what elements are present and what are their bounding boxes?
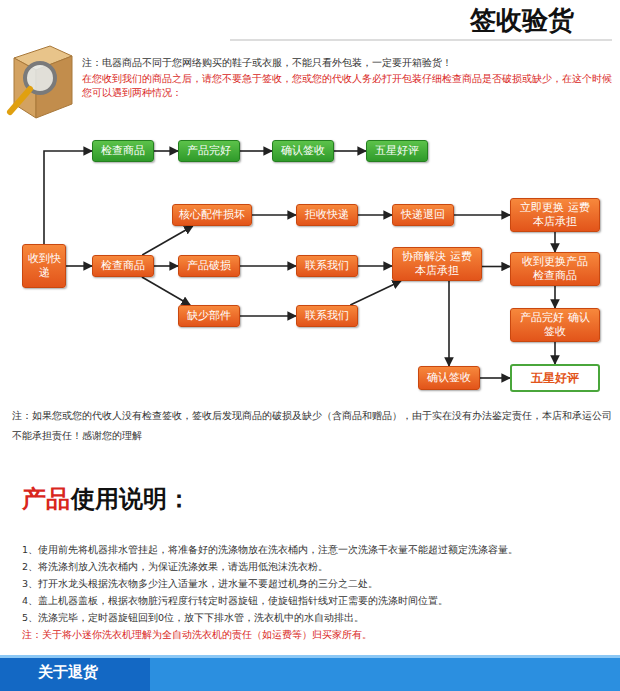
section-heading: 使用说明：	[71, 484, 191, 515]
box-text: 协商解决 运费本店承担	[397, 250, 477, 278]
flow-arrow	[554, 232, 556, 252]
process-box: 检查商品	[92, 140, 154, 162]
process-box: 五星好评	[510, 364, 600, 392]
flow-arrow	[358, 214, 392, 216]
flow-arrow	[350, 281, 401, 305]
process-box: 检查商品	[92, 255, 154, 277]
flow-arrow	[554, 286, 556, 308]
box-text: 收到更换产品 检查商品	[515, 255, 595, 283]
flow-arrow	[142, 277, 190, 305]
flow-arrow	[66, 265, 92, 267]
box-text: 五星好评	[531, 371, 579, 386]
box-text: 联系我们	[305, 309, 349, 323]
box-text: 产品破损	[187, 259, 231, 273]
box-text: 核心配件损坏	[179, 208, 245, 222]
note-text: 2、将洗涤剂放入洗衣桶内，为保证洗涤效果，请选用低泡沫洗衣粉。	[22, 560, 614, 574]
flow-arrow	[448, 281, 450, 366]
process-box: 产品完好	[178, 140, 240, 162]
flow-arrow	[142, 226, 193, 255]
note-text: 3、打开水龙头根据洗衣物多少注入适量水，进水量不要超过机身的三分之二处。	[22, 577, 614, 591]
box-text: 产品完好 确认签收	[515, 311, 595, 339]
box-text: 检查商品	[101, 144, 145, 158]
process-box: 缺少部件	[178, 305, 240, 327]
process-box: 五星好评	[366, 140, 428, 162]
flow-arrow	[252, 214, 296, 216]
process-box: 产品破损	[178, 255, 240, 277]
flow-arrow	[240, 315, 296, 317]
process-box: 拒收快递	[296, 204, 358, 226]
return-bar	[0, 655, 620, 691]
note-text: 4、盖上机器盖板，根据衣物脏污程度行转定时器旋钮，使旋钮指针线对正需要的洗涤时间…	[22, 594, 614, 608]
note-text: 在您收到我们的商品之后，请您不要急于签收，您或您的代收人务必打开包装仔细检查商品…	[82, 72, 612, 100]
return-bar-top	[0, 655, 620, 658]
process-box: 联系我们	[296, 305, 358, 327]
process-box: 产品完好 确认签收	[510, 308, 600, 342]
flow-arrow	[454, 214, 510, 216]
process-box: 立即更换 运费本店承担	[510, 198, 600, 232]
process-box: 联系我们	[296, 255, 358, 277]
box-text: 检查商品	[101, 259, 145, 273]
flow-arrow	[482, 266, 510, 268]
process-box: 确认签收	[418, 366, 480, 390]
flow-arrow	[240, 150, 272, 152]
note-text: 1、使用前先将机器排水管挂起，将准备好的洗涤物放在洗衣桶内，注意一次洗涤干衣量不…	[22, 543, 614, 557]
page-title: 签收验货	[470, 4, 574, 38]
box-text: 联系我们	[305, 259, 349, 273]
flow-arrow	[240, 265, 296, 267]
section-heading: 产品	[22, 484, 70, 515]
bar-label: 关于退货	[38, 662, 98, 684]
process-box: 收到快递	[22, 244, 66, 288]
process-box: 快递退回	[392, 204, 454, 226]
box-text: 拒收快递	[305, 208, 349, 222]
process-box: 核心配件损坏	[172, 204, 252, 226]
note-text: 注：关于将小迷你洗衣机理解为全自动洗衣机的责任（如运费等）归买家所有。	[22, 628, 614, 642]
title-rule	[230, 40, 612, 41]
box-text: 收到快递	[27, 252, 61, 280]
flow-arrow	[154, 265, 178, 267]
note-text: 注：如果您或您的代收人没有检查签收，签收后发现商品的破损及缺少（含商品和赠品），…	[12, 406, 612, 446]
box-text: 产品完好	[187, 144, 231, 158]
flow-arrow	[554, 342, 556, 364]
note-text: 注：电器商品不同于您网络购买的鞋子或衣服，不能只看外包装，一定要开箱验货！	[82, 56, 612, 70]
box-text: 快递退回	[401, 208, 445, 222]
box-text: 立即更换 运费本店承担	[515, 201, 595, 229]
flow-arrow	[154, 150, 178, 152]
process-box: 协商解决 运费本店承担	[392, 247, 482, 281]
box-text: 确认签收	[281, 144, 325, 158]
return-bar-tab	[0, 655, 150, 691]
process-box: 收到更换产品 检查商品	[510, 252, 600, 286]
flow-arrow	[334, 150, 366, 152]
box-text: 缺少部件	[187, 309, 231, 323]
box-text: 确认签收	[427, 371, 471, 385]
flow-arrow	[358, 265, 392, 267]
process-box: 确认签收	[272, 140, 334, 162]
box-magnifier-icon	[10, 46, 72, 118]
flow-arrow	[44, 151, 92, 244]
box-text: 五星好评	[375, 144, 419, 158]
note-text: 5、洗涤完毕，定时器旋钮回到0位，放下下排水管，洗衣机中的水自动排出。	[22, 611, 614, 625]
flow-arrow	[480, 377, 510, 379]
